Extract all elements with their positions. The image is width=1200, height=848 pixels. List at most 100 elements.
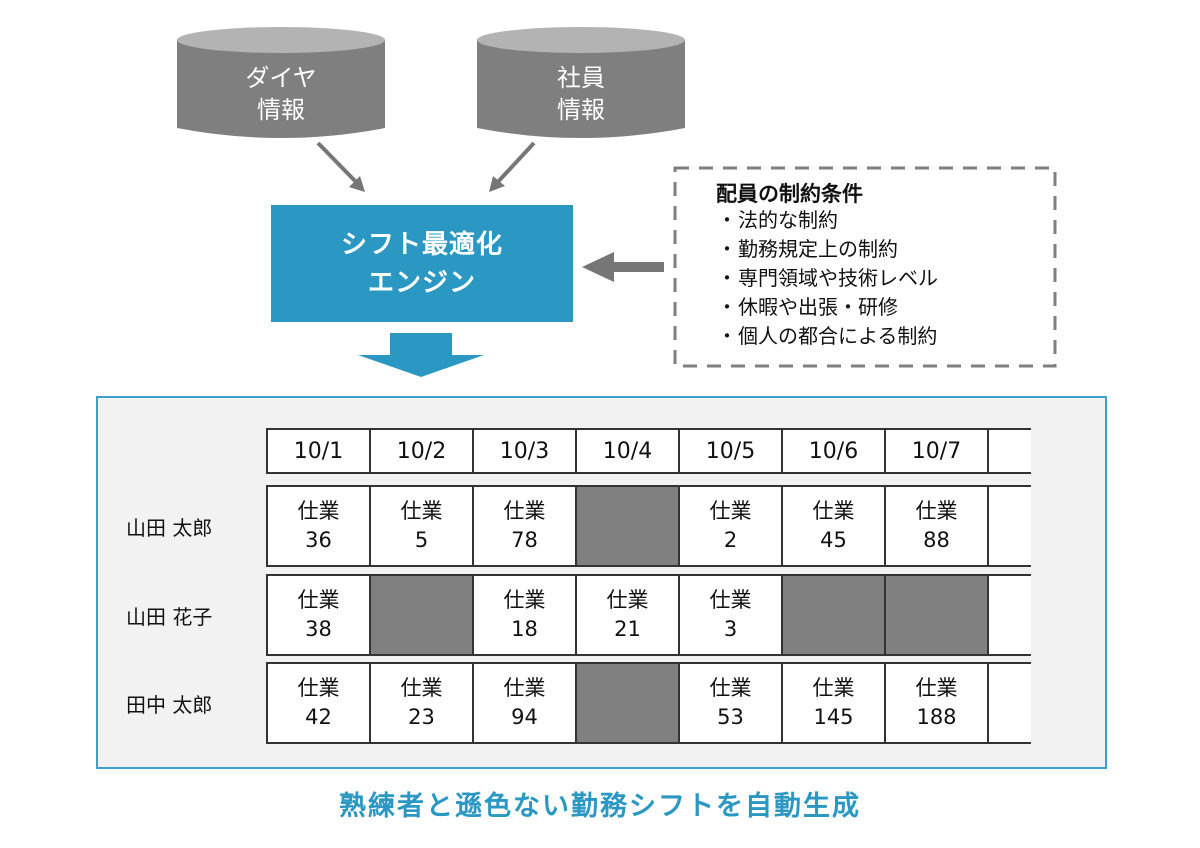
- shift-cell: 仕業 45: [783, 487, 886, 565]
- shift-cell: 仕業 145: [783, 664, 886, 742]
- database-icon: [477, 27, 685, 138]
- constraint-text: 個人の都合による制約: [738, 324, 938, 348]
- task-label: 仕業: [709, 588, 752, 612]
- shift-cell: 仕業 188: [886, 664, 989, 742]
- staff-row: 仕業 36 仕業 5 仕業 78 仕業 2 仕業 45 仕業 88: [266, 485, 1031, 567]
- staff-row: 仕業 42 仕業 23 仕業 94 仕業 53 仕業 145 仕業 188: [266, 662, 1031, 744]
- task-label: 仕業: [400, 499, 443, 523]
- task-label: 仕業: [915, 499, 958, 523]
- arrow-down-icon: [358, 333, 484, 377]
- shift-cell: 仕業 94: [474, 664, 577, 742]
- task-label: 仕業: [400, 676, 443, 700]
- staff-name: 山田 太郎: [126, 516, 213, 540]
- task-number: 38: [305, 617, 332, 641]
- day-off-cell: [783, 576, 886, 654]
- constraint-item: ・勤務規定上の制約: [716, 235, 938, 264]
- shift-cell: 仕業 23: [371, 664, 474, 742]
- shift-cell: 仕業 18: [474, 576, 577, 654]
- task-number: 53: [717, 705, 744, 729]
- source-label-line2: 情報: [257, 96, 305, 124]
- task-label: 仕業: [606, 588, 649, 612]
- task-label: 仕業: [297, 499, 340, 523]
- task-number: 145: [813, 705, 854, 729]
- database-icon: [177, 27, 385, 138]
- task-number: 94: [511, 705, 538, 729]
- task-number: 23: [408, 705, 435, 729]
- task-number: 18: [511, 617, 538, 641]
- bullet: ・: [717, 324, 737, 348]
- task-label: 仕業: [503, 676, 546, 700]
- task-label: 仕業: [503, 588, 546, 612]
- constraint-item: ・法的な制約: [716, 206, 938, 235]
- task-number: 36: [305, 528, 332, 552]
- constraints-box: 配員の制約条件 ・法的な制約 ・勤務規定上の制約 ・専門領域や技術レベル ・休暇…: [673, 166, 1055, 366]
- date-header-cell: 10/5: [680, 430, 783, 472]
- engine-label-line1: シフト最適化: [340, 229, 503, 260]
- shift-cell-empty: [989, 664, 1031, 742]
- caption: 熟練者と遜色ない勤務シフトを自動生成: [339, 791, 861, 822]
- arrow-left-icon: [582, 252, 664, 282]
- shift-optimization-engine: シフト最適化 エンジン: [271, 205, 573, 322]
- task-label: 仕業: [709, 499, 752, 523]
- staff-name: 田中 太郎: [126, 693, 213, 717]
- date-header-cell-empty: [989, 430, 1031, 472]
- staff-name: 山田 花子: [126, 605, 213, 629]
- date-header-cell: 10/3: [474, 430, 577, 472]
- task-label: 仕業: [812, 676, 855, 700]
- arrow-icon: [489, 141, 536, 192]
- date-header-cell: 10/6: [783, 430, 886, 472]
- constraint-text: 法的な制約: [738, 208, 838, 232]
- constraint-item: ・個人の都合による制約: [716, 322, 938, 351]
- task-number: 42: [305, 705, 332, 729]
- day-off-cell: [371, 576, 474, 654]
- constraint-text: 休暇や出張・研修: [738, 295, 898, 319]
- source-label-line2: 情報: [557, 96, 605, 124]
- task-number: 5: [414, 528, 429, 552]
- shift-cell: 仕業 78: [474, 487, 577, 565]
- shift-cell: 仕業 21: [577, 576, 680, 654]
- task-number: 78: [511, 528, 538, 552]
- engine-label-line2: エンジン: [367, 267, 476, 298]
- task-number: 88: [923, 528, 950, 552]
- task-label: 仕業: [812, 499, 855, 523]
- bullet: ・: [717, 237, 737, 261]
- date-header-cell: 10/2: [371, 430, 474, 472]
- day-off-cell: [577, 664, 680, 742]
- shift-cell-empty: [989, 576, 1031, 654]
- task-label: 仕業: [915, 676, 958, 700]
- source-employee-info: 社員 情報: [477, 62, 685, 126]
- constraint-item: ・休暇や出張・研修: [716, 293, 938, 322]
- date-header-cell: 10/4: [577, 430, 680, 472]
- shift-cell: 仕業 2: [680, 487, 783, 565]
- task-label: 仕業: [503, 499, 546, 523]
- date-header-cell: 10/7: [886, 430, 989, 472]
- source-label-line1: 社員: [557, 64, 605, 92]
- task-number: 45: [820, 528, 847, 552]
- constraints-list: ・法的な制約 ・勤務規定上の制約 ・専門領域や技術レベル ・休暇や出張・研修 ・…: [716, 206, 938, 351]
- bullet: ・: [717, 266, 737, 290]
- bullet: ・: [717, 295, 737, 319]
- constraint-item: ・専門領域や技術レベル: [716, 264, 938, 293]
- constraints-title: 配員の制約条件: [716, 182, 863, 206]
- day-off-cell: [577, 487, 680, 565]
- shift-cell: 仕業 53: [680, 664, 783, 742]
- task-number: 188: [916, 705, 957, 729]
- arrow-icon: [316, 141, 365, 192]
- constraint-text: 勤務規定上の制約: [738, 237, 898, 261]
- shift-cell: 仕業 88: [886, 487, 989, 565]
- constraint-text: 専門領域や技術レベル: [738, 266, 938, 290]
- source-label-line1: ダイヤ: [245, 64, 317, 92]
- shift-cell: 仕業 42: [268, 664, 371, 742]
- task-label: 仕業: [297, 676, 340, 700]
- shift-cell: 仕業 5: [371, 487, 474, 565]
- date-header-cell: 10/1: [268, 430, 371, 472]
- day-off-cell: [886, 576, 989, 654]
- task-label: 仕業: [709, 676, 752, 700]
- task-number: 2: [723, 528, 738, 552]
- task-number: 21: [614, 617, 641, 641]
